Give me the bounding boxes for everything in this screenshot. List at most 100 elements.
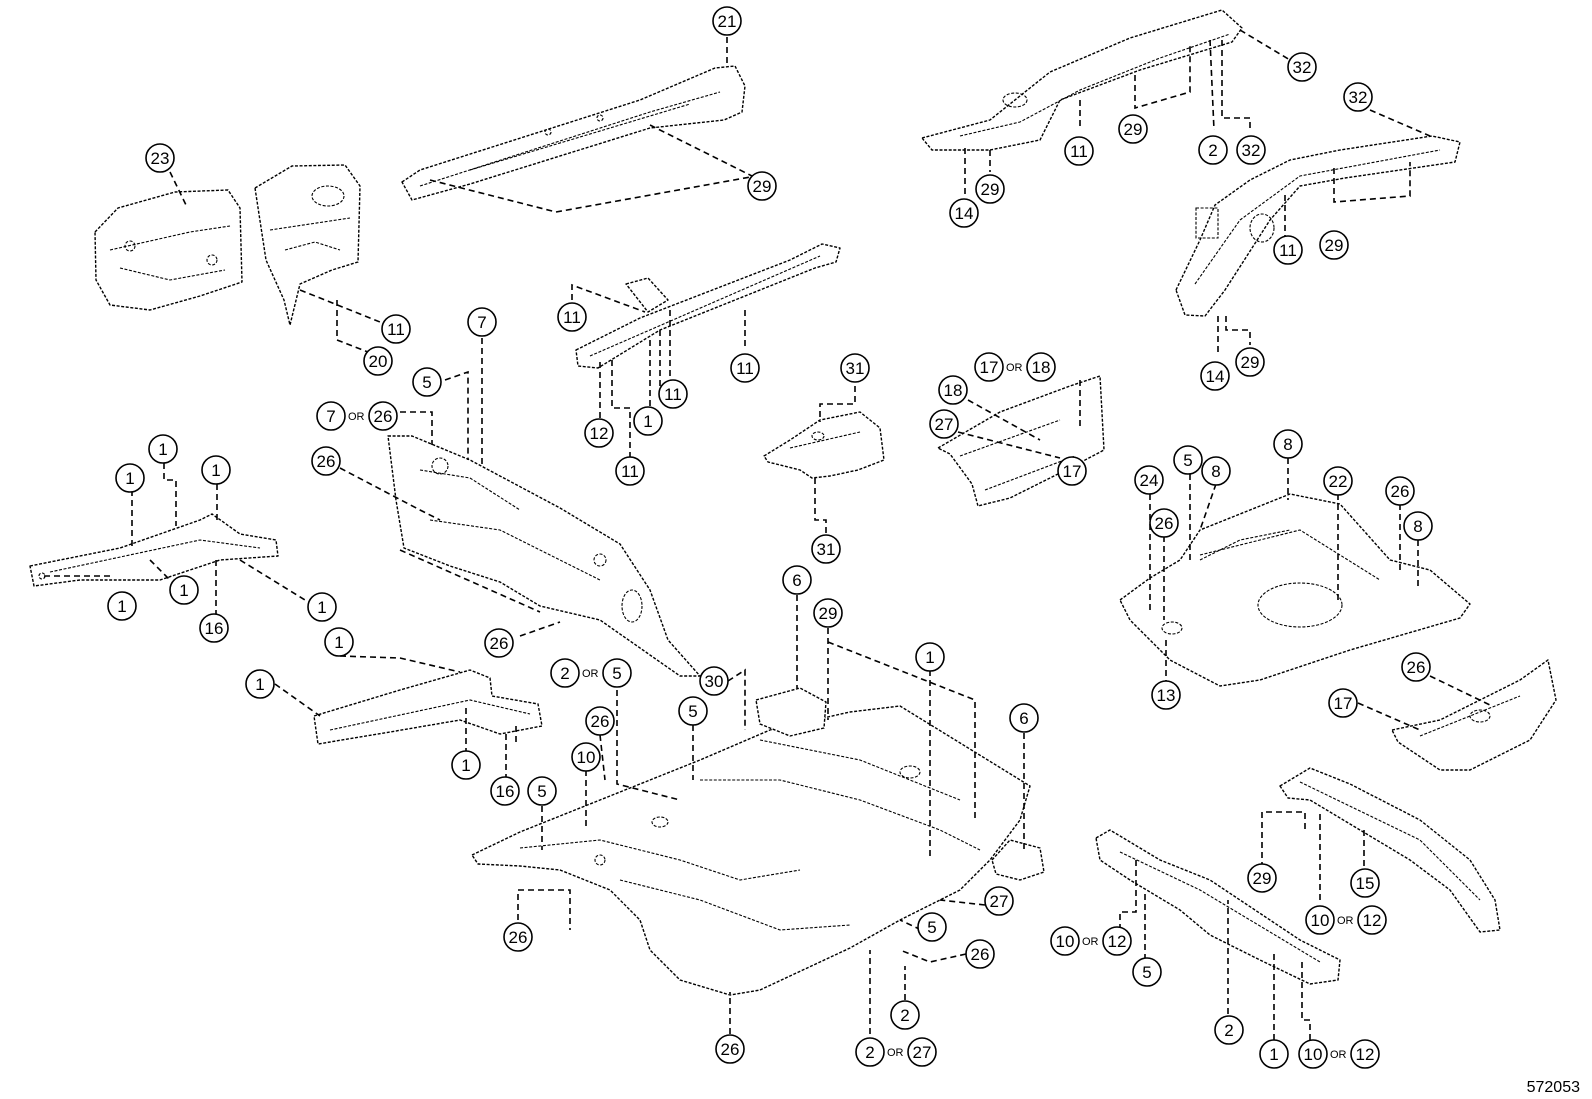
callout: 29 [1235, 347, 1265, 377]
callout: 32 [1287, 52, 1317, 82]
part-front-side-member-upper [401, 65, 746, 201]
svg-text:10: 10 [1056, 932, 1075, 951]
svg-text:1: 1 [1269, 1045, 1278, 1064]
svg-text:2: 2 [900, 1006, 909, 1025]
svg-text:32: 32 [1242, 141, 1261, 160]
svg-text:12: 12 [590, 424, 609, 443]
part-floor-bracket-rear [991, 839, 1045, 881]
svg-text:1: 1 [334, 633, 343, 652]
callout: 5 [678, 696, 708, 726]
svg-text:24: 24 [1140, 471, 1159, 490]
callout: 1 [201, 455, 231, 485]
svg-text:32: 32 [1349, 88, 1368, 107]
callout: 10 [571, 742, 601, 772]
callout: 20 [363, 346, 393, 376]
callout: 14 [949, 198, 979, 228]
svg-text:5: 5 [688, 702, 697, 721]
svg-text:1: 1 [211, 461, 220, 480]
svg-text:26: 26 [1155, 514, 1174, 533]
callout: 1 [148, 434, 178, 464]
svg-text:31: 31 [817, 540, 836, 559]
svg-text:2: 2 [1208, 141, 1217, 160]
svg-text:23: 23 [151, 149, 170, 168]
svg-text:12: 12 [1363, 911, 1382, 930]
callout: 26 [311, 446, 341, 476]
svg-text:2: 2 [560, 664, 569, 683]
callout: 26 [585, 706, 615, 736]
callout: 1 [307, 592, 337, 622]
svg-text:OR: OR [887, 1047, 904, 1059]
svg-text:16: 16 [496, 782, 515, 801]
or-callout: 17 OR 18 [974, 352, 1056, 382]
svg-text:5: 5 [1183, 451, 1192, 470]
svg-text:29: 29 [981, 180, 1000, 199]
svg-text:12: 12 [1108, 932, 1127, 951]
callout: 11 [730, 353, 760, 383]
callout: 29 [975, 174, 1005, 204]
callout: 14 [1200, 361, 1230, 391]
callout: 5 [1132, 957, 1162, 987]
or-callout: 7 OR 26 [316, 401, 398, 431]
callout: 11 [658, 379, 688, 409]
svg-text:11: 11 [621, 462, 639, 481]
callout: 5 [412, 367, 442, 397]
svg-text:5: 5 [927, 918, 936, 937]
svg-text:OR: OR [1006, 362, 1023, 374]
figure-id: 572053 [1527, 1079, 1580, 1096]
svg-text:27: 27 [913, 1043, 932, 1062]
callout: 31 [840, 353, 870, 383]
svg-text:13: 13 [1157, 686, 1176, 705]
part-rear-floor-side-member [1175, 135, 1461, 317]
part-rear-floor-crossmember [1095, 829, 1341, 985]
callout: 5 [527, 776, 557, 806]
svg-text:1: 1 [158, 440, 167, 459]
part-front-floor-crossmember [575, 243, 841, 369]
part-rear-floor-side-member-lower [1279, 767, 1501, 933]
svg-text:26: 26 [317, 452, 336, 471]
svg-text:17: 17 [1334, 694, 1353, 713]
svg-text:14: 14 [955, 204, 974, 223]
callout: 1 [169, 575, 199, 605]
svg-text:7: 7 [477, 313, 486, 332]
or-callout: 10 OR 12 [1050, 926, 1132, 956]
svg-text:5: 5 [422, 373, 431, 392]
callout: 15 [1350, 868, 1380, 898]
callout: 31 [811, 534, 841, 564]
svg-text:16: 16 [205, 619, 224, 638]
svg-text:1: 1 [255, 675, 264, 694]
svg-text:10: 10 [577, 748, 596, 767]
svg-text:26: 26 [721, 1040, 740, 1059]
svg-text:5: 5 [1142, 963, 1151, 982]
callout: 1 [633, 406, 663, 436]
part-dash-panel [387, 435, 701, 677]
callout: 7 [467, 307, 497, 337]
callout: 32 [1343, 82, 1373, 112]
svg-text:29: 29 [1124, 120, 1143, 139]
svg-text:8: 8 [1413, 517, 1422, 536]
callout: 11 [615, 456, 645, 486]
callouts: 21 29 23 11 20 32 29 11 2 32 14 29 32 11… [107, 6, 1433, 1069]
svg-text:29: 29 [753, 177, 772, 196]
callout: 8 [1201, 456, 1231, 486]
callout: 11 [1064, 136, 1094, 166]
svg-text:15: 15 [1356, 874, 1375, 893]
svg-text:7: 7 [326, 407, 335, 426]
callout: 26 [1149, 508, 1179, 538]
callout: 6 [1009, 703, 1039, 733]
svg-text:26: 26 [490, 634, 509, 653]
svg-text:OR: OR [1330, 1049, 1347, 1061]
svg-text:26: 26 [1407, 658, 1426, 677]
callout: 26 [965, 939, 995, 969]
svg-text:32: 32 [1293, 58, 1312, 77]
callout: 12 [584, 418, 614, 448]
svg-text:29: 29 [1325, 236, 1344, 255]
callout: 1 [107, 591, 137, 621]
svg-text:OR: OR [582, 668, 599, 680]
callout: 16 [199, 613, 229, 643]
or-callouts: 7 OR 26 17 OR 18 2 OR 5 2 OR 27 10 OR 12… [316, 352, 1387, 1069]
svg-text:12: 12 [1356, 1045, 1375, 1064]
callout: 29 [747, 171, 777, 201]
svg-text:OR: OR [1337, 915, 1354, 927]
svg-text:18: 18 [944, 381, 963, 400]
callout: 29 [1118, 114, 1148, 144]
